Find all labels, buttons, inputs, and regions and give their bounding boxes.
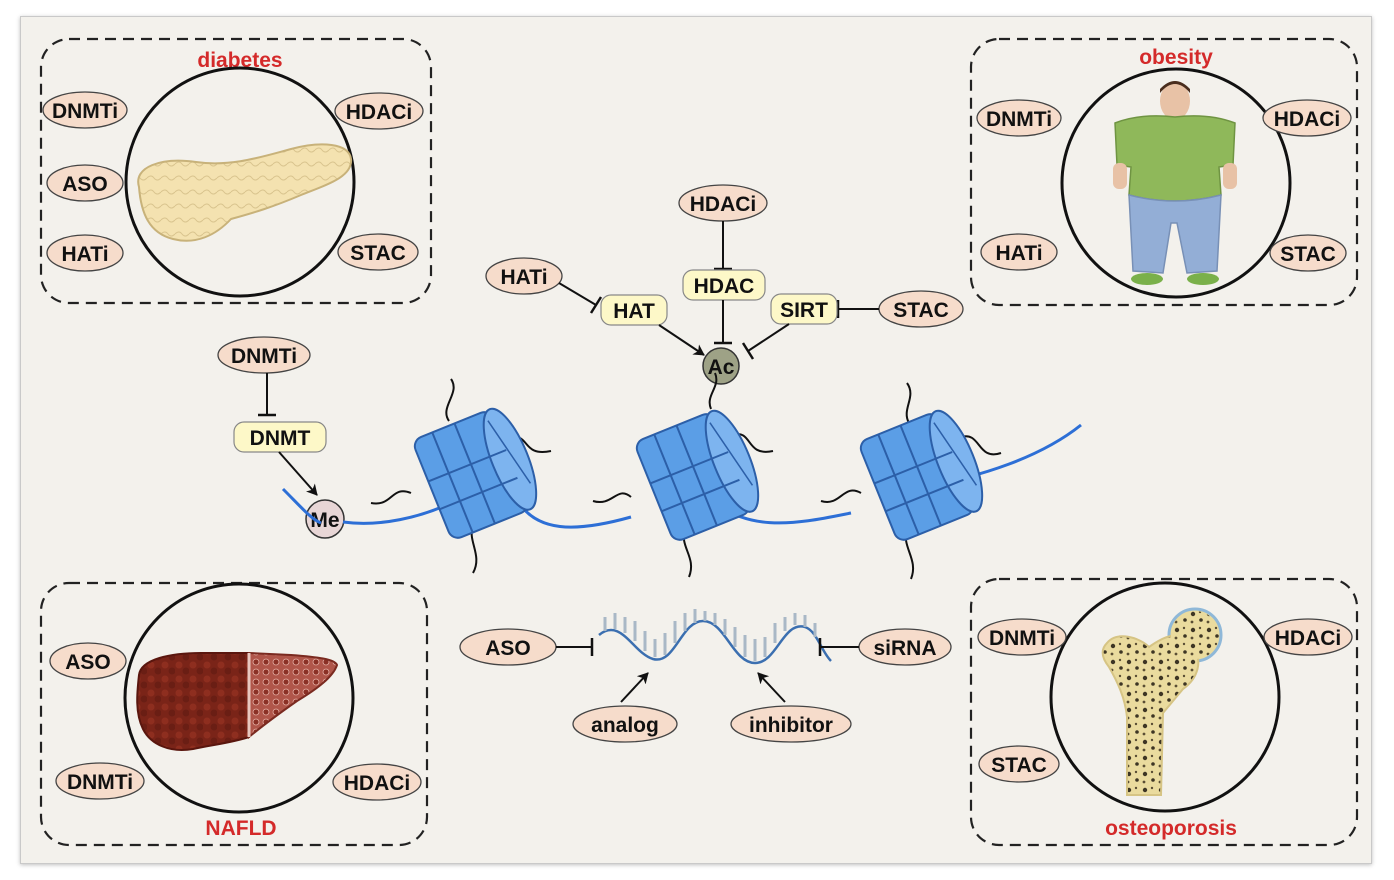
svg-text:HDACi: HDACi bbox=[1275, 627, 1342, 650]
panel-title: diabetes bbox=[197, 49, 282, 72]
panel-nafld: NAFLD ASO DNMTi HDACi bbox=[39, 581, 429, 847]
disease-circle bbox=[1049, 581, 1281, 813]
drug-pill: DNMTi bbox=[976, 99, 1062, 137]
svg-text:DNMTi: DNMTi bbox=[986, 108, 1052, 131]
panel-title: osteoporosis bbox=[1105, 817, 1237, 840]
epigenetic-therapy-diagram: diabetes DNMTi ASO HATi HDACi STAC obesi… bbox=[39, 37, 1359, 847]
svg-text:HDAC: HDAC bbox=[694, 275, 755, 298]
drug-pill: HDACi bbox=[1263, 618, 1353, 656]
drug-pill-analog: analog bbox=[572, 705, 678, 743]
svg-text:SIRT: SIRT bbox=[780, 299, 828, 322]
rna-strand bbox=[598, 609, 832, 665]
drug-pill: DNMTi bbox=[42, 91, 128, 129]
svg-text:HATi: HATi bbox=[995, 242, 1042, 265]
svg-text:HDACi: HDACi bbox=[1274, 108, 1341, 131]
enzyme-box-sirt: SIRT bbox=[770, 293, 838, 325]
drug-pill: DNMTi bbox=[977, 618, 1067, 656]
panel-title: NAFLD bbox=[205, 817, 276, 840]
svg-text:HDACi: HDACi bbox=[346, 101, 413, 124]
panel-osteoporosis: osteoporosis DNMTi STAC HDACi bbox=[969, 577, 1359, 847]
svg-text:Ac: Ac bbox=[708, 356, 735, 379]
obese-person-icon bbox=[1113, 81, 1237, 285]
nucleosome bbox=[413, 407, 538, 539]
svg-text:STAC: STAC bbox=[893, 299, 949, 322]
drug-pill: STAC bbox=[337, 233, 419, 271]
enzyme-box-hdac: HDAC bbox=[682, 269, 766, 301]
svg-text:siRNA: siRNA bbox=[873, 637, 936, 660]
acetyl-mark: Ac bbox=[702, 347, 740, 385]
drug-pill: STAC bbox=[978, 745, 1060, 783]
chromatin-fiber bbox=[281, 372, 1082, 580]
drug-pill-aso: ASO bbox=[459, 628, 557, 666]
svg-text:HAT: HAT bbox=[613, 300, 655, 323]
figure-frame: diabetes DNMTi ASO HATi HDACi STAC obesi… bbox=[20, 16, 1372, 864]
enzyme-box-hat: HAT bbox=[600, 294, 668, 326]
rna-targeting: ASO siRNA analog inhibitor bbox=[459, 609, 952, 743]
svg-text:DNMTi: DNMTi bbox=[989, 627, 1055, 650]
drug-pill: ASO bbox=[49, 642, 127, 680]
nucleosome bbox=[635, 409, 760, 541]
drug-pill-sirna: siRNA bbox=[858, 628, 952, 666]
acetylation-pathway: HDACi HDAC HATi HAT STAC bbox=[485, 184, 964, 385]
svg-text:ASO: ASO bbox=[485, 637, 531, 660]
panel-border bbox=[969, 37, 1359, 307]
drug-pill: ASO bbox=[46, 164, 124, 202]
svg-text:HDACi: HDACi bbox=[344, 772, 411, 795]
svg-text:ASO: ASO bbox=[65, 651, 111, 674]
disease-circle bbox=[124, 66, 356, 298]
disease-circle bbox=[123, 582, 355, 814]
svg-text:STAC: STAC bbox=[350, 242, 406, 265]
methylation-pathway: DNMTi DNMT Me bbox=[217, 336, 345, 539]
femur-bone-icon bbox=[1101, 607, 1223, 796]
drug-pill: HATi bbox=[980, 233, 1058, 271]
svg-text:STAC: STAC bbox=[1280, 243, 1336, 266]
enzyme-box-dnmt: DNMT bbox=[233, 421, 327, 453]
drug-pill: DNMTi bbox=[55, 762, 145, 800]
svg-text:DNMTi: DNMTi bbox=[52, 100, 118, 123]
drug-pill: HATi bbox=[46, 234, 124, 272]
liver-icon bbox=[136, 651, 339, 751]
drug-pill-inhibitor: inhibitor bbox=[730, 705, 852, 743]
drug-pill: HDACi bbox=[332, 763, 422, 801]
svg-text:Me: Me bbox=[310, 509, 339, 532]
panel-border bbox=[39, 37, 433, 305]
svg-text:ASO: ASO bbox=[62, 173, 108, 196]
svg-text:inhibitor: inhibitor bbox=[749, 714, 833, 737]
svg-text:HATi: HATi bbox=[500, 266, 547, 289]
dna-strand bbox=[281, 423, 1082, 529]
methyl-mark: Me bbox=[305, 499, 345, 539]
panel-obesity: obesity DNMTi HATi HDACi STAC bbox=[969, 37, 1359, 307]
disease-circle bbox=[1060, 67, 1292, 299]
svg-text:HDACi: HDACi bbox=[690, 193, 757, 216]
panel-border bbox=[969, 577, 1359, 847]
svg-text:DNMTi: DNMTi bbox=[67, 771, 133, 794]
svg-text:STAC: STAC bbox=[991, 754, 1047, 777]
nucleosome bbox=[859, 409, 984, 541]
svg-text:HATi: HATi bbox=[61, 243, 108, 266]
svg-text:DNMT: DNMT bbox=[250, 427, 311, 450]
drug-pill-hdaci: HDACi bbox=[678, 184, 768, 222]
drug-pill: STAC bbox=[1269, 234, 1347, 272]
drug-pill-hati: HATi bbox=[485, 257, 563, 295]
drug-pill: HDACi bbox=[1262, 99, 1352, 137]
panel-diabetes: diabetes DNMTi ASO HATi HDACi STAC bbox=[39, 37, 433, 305]
drug-pill-dnmti: DNMTi bbox=[217, 336, 311, 374]
svg-text:analog: analog bbox=[591, 714, 659, 737]
drug-pill: HDACi bbox=[334, 92, 424, 130]
svg-text:DNMTi: DNMTi bbox=[231, 345, 297, 368]
pancreas-icon bbox=[137, 143, 353, 242]
drug-pill-stac: STAC bbox=[878, 290, 964, 328]
panel-title: obesity bbox=[1139, 46, 1213, 69]
